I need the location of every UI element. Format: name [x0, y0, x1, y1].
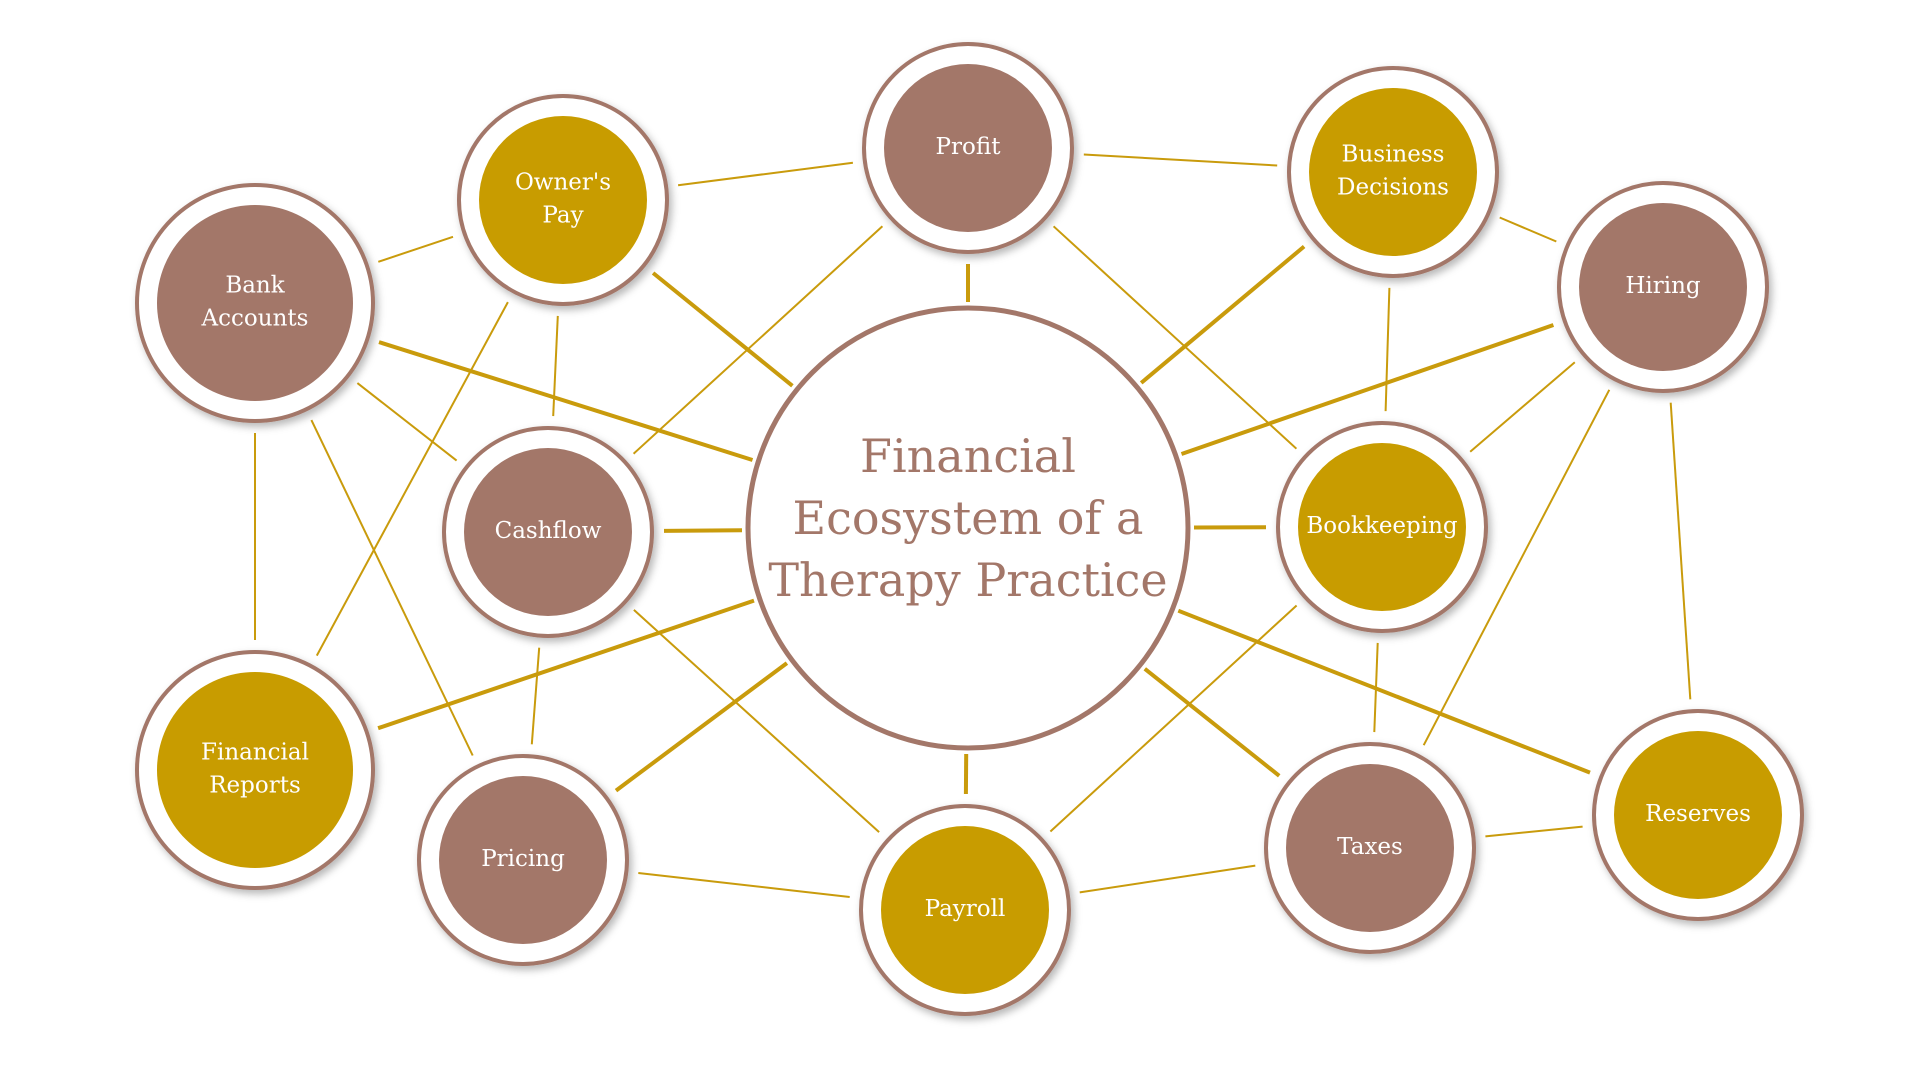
edge-hiring-bookkeeping	[1469, 361, 1576, 453]
edge-bank-accounts-owners-pay	[377, 235, 454, 263]
node-cashflow: Cashflow	[442, 426, 654, 638]
edge-center-hiring	[1180, 323, 1555, 456]
node-business-decisions-fill	[1309, 88, 1477, 256]
edge-payroll-taxes	[1079, 864, 1256, 894]
node-pricing-fill	[439, 776, 607, 944]
edge-business-decisions-bookkeeping	[1384, 287, 1391, 412]
edge-profit-business-decisions	[1083, 153, 1278, 167]
edge-bookkeeping-taxes	[1373, 642, 1379, 733]
edge-pricing-payroll	[638, 872, 850, 898]
node-reserves-label: Reserves	[1645, 801, 1751, 827]
edge-center-pricing	[614, 661, 789, 793]
edge-center-reserves	[1177, 608, 1591, 775]
connection-lines	[254, 153, 1692, 898]
node-reserves-fill	[1614, 731, 1782, 899]
edge-bank-accounts-cashflow	[356, 382, 458, 462]
center-circle	[745, 305, 1191, 751]
node-profit-fill	[884, 64, 1052, 232]
node-owners-pay-label: Pay	[542, 203, 583, 229]
node-bank-accounts-label: Accounts	[201, 306, 309, 332]
node-bookkeeping-label: Bookkeeping	[1306, 513, 1458, 539]
edge-hiring-taxes	[1422, 389, 1611, 746]
node-payroll-label: Payroll	[925, 896, 1006, 922]
node-payroll-fill	[881, 826, 1049, 994]
edge-owners-pay-cashflow	[552, 315, 559, 417]
center-title-line-1: Financial	[860, 429, 1076, 483]
node-hiring: Hiring	[1557, 181, 1769, 393]
edge-center-business-decisions	[1139, 244, 1306, 385]
node-taxes-label: Taxes	[1337, 834, 1403, 860]
edge-taxes-reserves	[1485, 825, 1583, 838]
edge-bookkeeping-payroll	[1049, 604, 1298, 833]
center-title-line-3: Therapy Practice	[768, 553, 1167, 607]
node-taxes: Taxes	[1264, 742, 1476, 954]
node-owners-pay-label: Owner's	[515, 170, 611, 196]
node-cashflow-label: Cashflow	[495, 518, 602, 544]
node-owners-pay-fill	[479, 116, 647, 284]
edge-center-taxes	[1143, 667, 1281, 778]
node-cashflow-fill	[464, 448, 632, 616]
edge-cashflow-pricing	[530, 647, 541, 745]
edge-profit-cashflow	[632, 225, 884, 455]
node-hiring-fill	[1579, 203, 1747, 371]
edge-business-decisions-hiring	[1499, 216, 1557, 243]
node-profit: Profit	[862, 42, 1074, 254]
edge-center-financial-reports	[377, 598, 755, 731]
node-bookkeeping: Bookkeeping	[1276, 421, 1488, 633]
edge-owners-pay-profit	[677, 161, 854, 187]
node-financial-reports-label: Financial	[201, 740, 309, 766]
node-financial-reports-label: Reports	[209, 773, 301, 799]
node-reserves: Reserves	[1592, 709, 1804, 921]
center-title-line-2: Ecosystem of a	[793, 491, 1144, 545]
edge-bank-accounts-pricing	[310, 419, 474, 756]
edge-hiring-reserves	[1669, 402, 1692, 700]
node-business-decisions-label: Decisions	[1337, 175, 1449, 201]
node-financial-reports-fill	[157, 672, 353, 868]
node-bank-accounts-fill	[157, 205, 353, 401]
node-payroll: Payroll	[859, 804, 1071, 1016]
node-bank-accounts-label: Bank	[225, 273, 285, 299]
node-bookkeeping-fill	[1298, 443, 1466, 611]
node-pricing: Pricing	[417, 754, 629, 966]
edge-center-bank-accounts	[378, 340, 754, 462]
node-taxes-fill	[1286, 764, 1454, 932]
node-hiring-label: Hiring	[1625, 273, 1701, 299]
edge-center-owners-pay	[651, 271, 794, 388]
node-profit-label: Profit	[936, 134, 1002, 160]
edge-center-cashflow	[663, 528, 743, 533]
edge-cashflow-payroll	[633, 609, 880, 833]
node-business-decisions-label: Business	[1342, 142, 1445, 168]
edge-owners-pay-financial-reports	[315, 301, 509, 657]
node-pricing-label: Pricing	[481, 846, 565, 872]
edge-profit-bookkeeping	[1052, 225, 1298, 450]
